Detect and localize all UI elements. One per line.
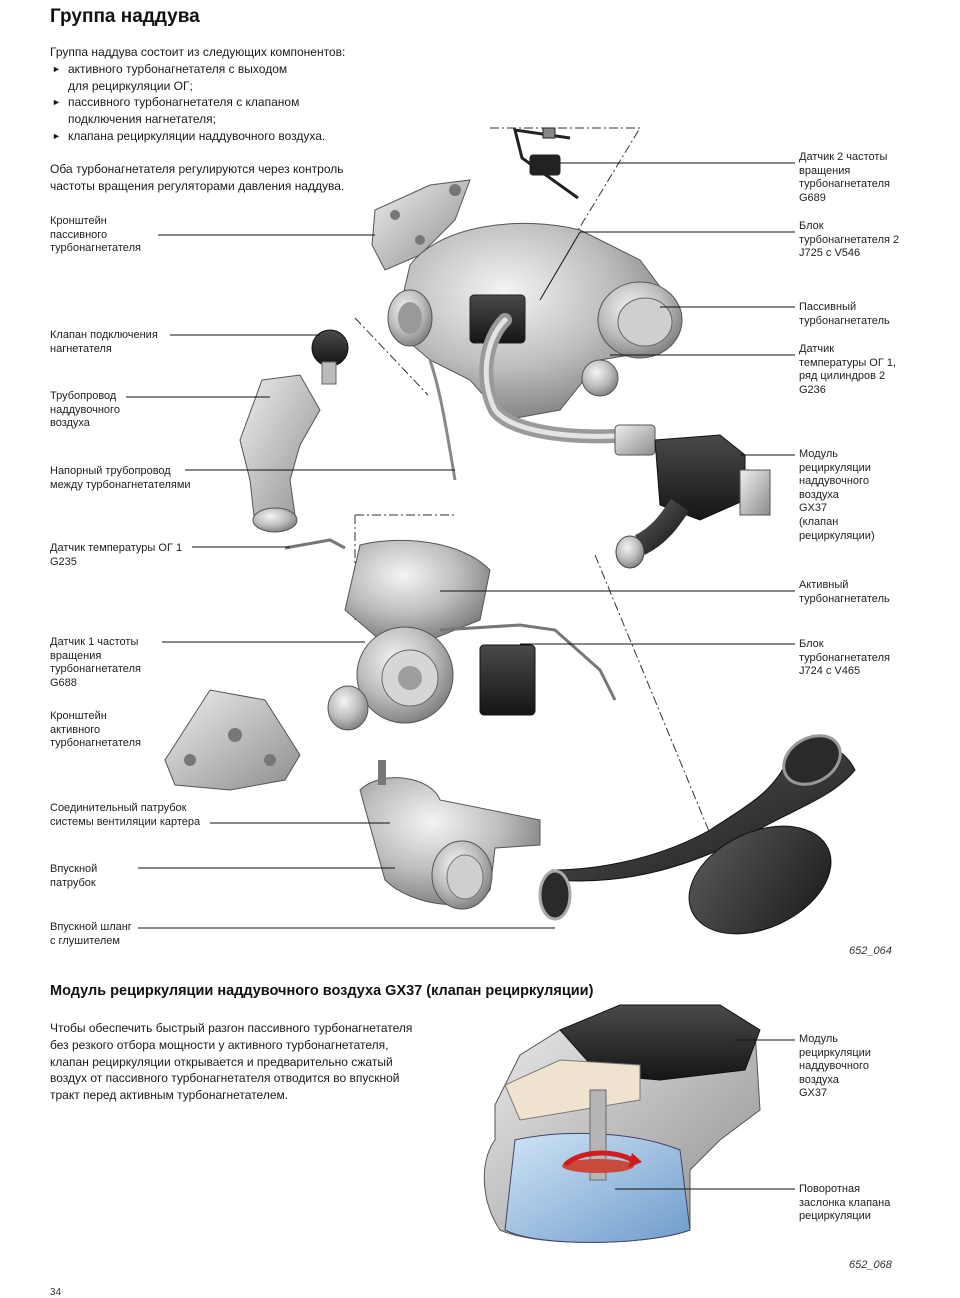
- page-title: Группа наддува: [50, 6, 200, 27]
- valve-cutaway-shape: [483, 1004, 761, 1243]
- passive-bracket-shape: [371, 179, 471, 271]
- speed-sensor-2-shape: [513, 127, 579, 200]
- list-item-text: клапана рециркуляции наддувочного воздух…: [68, 128, 326, 143]
- bullet-icon: ►: [52, 63, 61, 74]
- temp-sensor-1-shape: [284, 538, 346, 550]
- bullet-icon: ►: [52, 130, 61, 141]
- label-intake-hose: Впускной шланг с глушителем: [50, 921, 132, 947]
- label-rotary-flap: Поворотная заслонка клапана рециркуляции: [799, 1183, 891, 1223]
- intake-hose-shape: [538, 734, 856, 935]
- label-active-bracket: Кронштейн активного турбонагнетателя: [50, 710, 141, 750]
- pressure-line-shape: [428, 359, 457, 481]
- label-turbo-unit-1: Блок турбонагнетателя J724 с V465: [799, 638, 890, 678]
- label-exhaust-temp-sensor-g235: Датчик температуры ОГ 1 G235: [50, 542, 183, 568]
- label-recirculation-module: Модуль рециркуляции наддувочного воздуха…: [799, 448, 875, 542]
- label-pressure-pipe: Напорный трубопровод между турбонагнетат…: [50, 465, 191, 491]
- passive-turbo-shape: [387, 222, 683, 421]
- label-active-turbo: Активный турбонагнетатель: [799, 579, 890, 605]
- recirculation-module-shape: [614, 424, 771, 569]
- figure-ref-1: 652_064: [849, 945, 892, 957]
- label-intake-pipe: Впускной патрубок: [50, 863, 98, 889]
- bullet-icon: ►: [52, 97, 61, 108]
- leader-lines-fig2: [615, 1039, 795, 1190]
- section-title: Модуль рециркуляции наддувочного воздуха…: [50, 983, 594, 999]
- section-text: Чтобы обеспечить быстрый разгон пассивно…: [50, 1021, 413, 1103]
- active-turbo-shape: [327, 539, 617, 731]
- figure-ref-2: 652_068: [849, 1259, 892, 1271]
- list-item: ► клапана рециркуляции наддувочного возду…: [50, 128, 390, 145]
- label-speed-sensor-2: Датчик 2 частоты вращения турбонагнетате…: [799, 151, 890, 204]
- list-item-text: пассивного турбонагнетателя с клапаном п…: [68, 95, 300, 127]
- leader-lines-right: [440, 162, 795, 645]
- list-item: ► активного турбонагнетателя с выходом дл…: [50, 61, 390, 95]
- active-bracket-shape: [164, 689, 301, 791]
- intro-text: Группа наддува состоит из следующих комп…: [50, 45, 346, 59]
- label-module-gx37: Модуль рециркуляции наддувочного воздуха…: [799, 1033, 871, 1100]
- intake-pipe-shape: [359, 760, 541, 910]
- list-item-text: активного турбонагнетателя с выходом для…: [68, 61, 288, 93]
- list-item: ► пассивного турбонагнетателя с клапаном …: [50, 94, 390, 128]
- regulation-note: Оба турбонагнетателя регулируются через …: [50, 161, 345, 193]
- connection-valve-shape: [311, 329, 349, 385]
- label-speed-sensor-1: Датчик 1 частоты вращения турбонагнетате…: [50, 636, 141, 689]
- label-passive-bracket: Кронштейн пассивного турбонагнетателя: [50, 215, 141, 255]
- label-charge-air-pipe: Трубопровод наддувочного воздуха: [50, 390, 120, 430]
- label-crankcase-vent-connector: Соединительный патрубок системы вентиляц…: [50, 802, 201, 828]
- label-connection-valve: Клапан подключения нагнетателя: [50, 329, 158, 355]
- charge-air-pipe-shape: [239, 374, 321, 533]
- label-turbo-unit-2: Блок турбонагнетателя 2 J725 с V546: [799, 220, 900, 260]
- intro-block: Группа наддува состоит из следующих комп…: [50, 44, 390, 194]
- component-list: ► активного турбонагнетателя с выходом дл…: [50, 61, 390, 145]
- leader-lines-left: [126, 234, 555, 929]
- label-passive-turbo: Пассивный турбонагнетатель: [799, 301, 890, 327]
- label-exhaust-temp-sensor-g236: Датчик температуры ОГ 1, ряд цилиндров 2…: [799, 343, 897, 396]
